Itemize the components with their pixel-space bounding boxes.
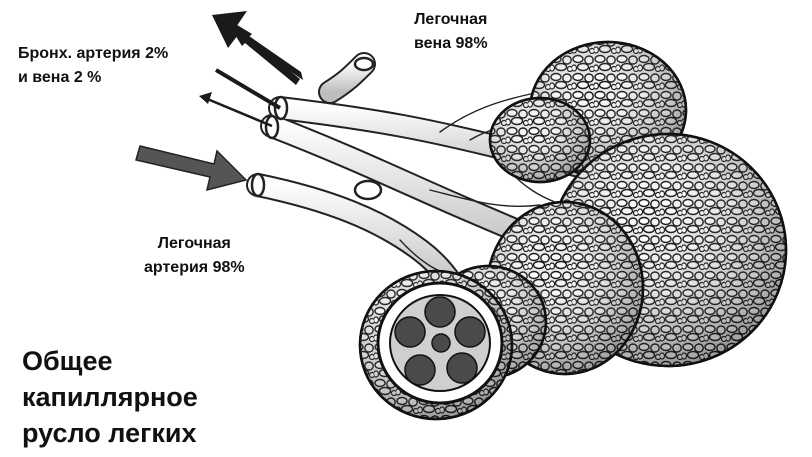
bronchial-vessel-arrow [205,98,272,126]
pulmonary-artery-label-line-1: Легочная [144,232,245,256]
pulmonary-artery-inflow-arrow [136,146,246,190]
pulmonary-artery-label-line-2: артерия 98% [144,256,245,280]
pulmonary-vein-label-line-2: вена 98% [414,32,488,56]
bronchial-vessel-arrow [199,92,212,104]
title-line-2: капиллярное [22,379,198,415]
alveolus-cross-section [378,283,502,403]
pulmonary-artery-label: Легочная артерия 98% [144,232,245,280]
title-line-1: Общее [22,343,198,379]
pulmonary-vein-outflow-arrow [212,11,303,80]
slide-title: Общее капиллярное русло легких [22,343,198,451]
bronchial-label-line-1: Бронх. артерия 2% [18,42,168,66]
pulmonary-vein-label-line-1: Легочная [414,8,488,32]
pulmonary-vein-label: Легочная вена 98% [414,8,488,56]
bronchial-vessels-label: Бронх. артерия 2% и вена 2 % [18,42,168,90]
title-line-3: русло легких [22,415,198,451]
bronchial-vessel-arrow [216,70,280,108]
bronchial-label-line-2: и вена 2 % [18,66,168,90]
